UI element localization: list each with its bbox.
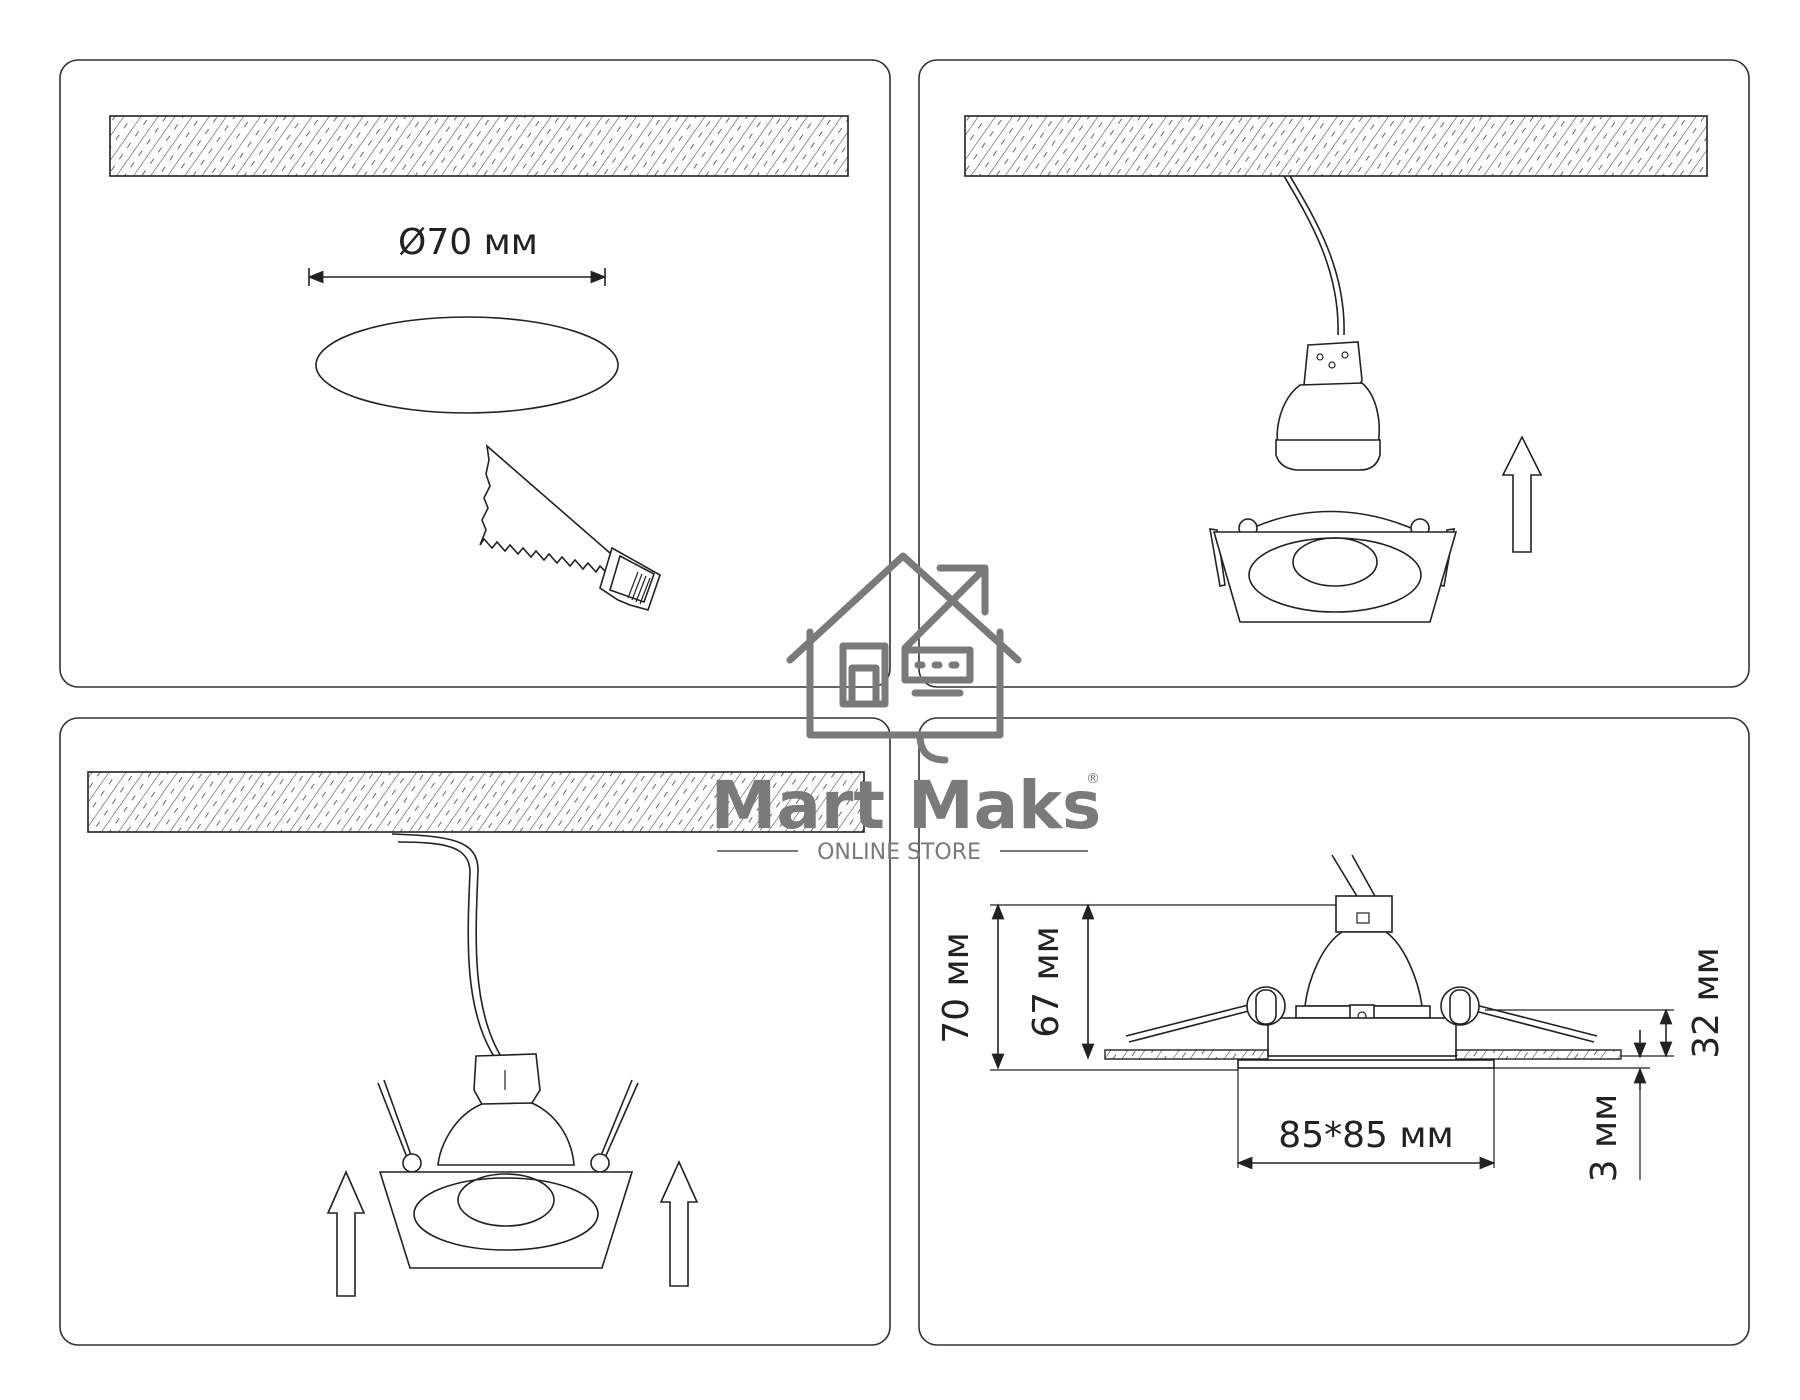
arrow-up-icon <box>659 1160 699 1287</box>
luminaire-frame <box>378 1171 634 1269</box>
step-2-connect-lamp <box>964 115 1708 623</box>
height-spring-label: 32 мм <box>1686 947 1727 1059</box>
frame-thickness-label: 3 мм <box>1584 1094 1625 1183</box>
power-wire <box>1283 175 1339 336</box>
ceiling-section <box>87 771 865 833</box>
saw-icon <box>479 443 661 611</box>
ceiling-section <box>109 115 849 177</box>
lamp-bulb <box>437 1102 575 1166</box>
frame-size-label: 85*85 мм <box>1278 1115 1453 1156</box>
watermark-brand: Mart Maks <box>711 767 1102 844</box>
ceiling-section <box>964 115 1708 177</box>
watermark-registered: ® <box>1086 771 1100 787</box>
lamp-bulb <box>1276 382 1381 446</box>
power-wire <box>391 833 503 1059</box>
arrow-up-icon <box>326 1170 366 1297</box>
ceiling-section <box>1104 1049 1269 1060</box>
luminaire-frame <box>1237 1059 1495 1069</box>
luminaire-frame <box>1209 510 1458 623</box>
hole-diameter-label: Ø70 мм <box>398 222 538 263</box>
watermark-logo: Mart Maks ® ONLINE STORE <box>711 552 1102 865</box>
step-3-insert-fixture <box>87 771 865 1297</box>
ceiling-section <box>1455 1049 1622 1060</box>
lamp-socket <box>473 1053 541 1109</box>
house-logo-icon <box>786 552 1022 764</box>
luminaire-body <box>1267 1017 1457 1057</box>
panel-step-1 <box>59 59 891 688</box>
watermark-subtitle: ONLINE STORE <box>817 840 981 865</box>
lamp-socket <box>1335 895 1393 933</box>
step-1-cut-hole: Ø70 мм <box>109 115 849 611</box>
height-total-label: 70 мм <box>936 932 977 1044</box>
arrow-up-icon <box>1501 435 1543 553</box>
step-4-dimensions: 70 мм 67 мм 32 мм 3 мм 85*85 мм <box>936 854 1727 1183</box>
hole-outline <box>315 316 619 414</box>
height-body-label: 67 мм <box>1026 926 1067 1038</box>
